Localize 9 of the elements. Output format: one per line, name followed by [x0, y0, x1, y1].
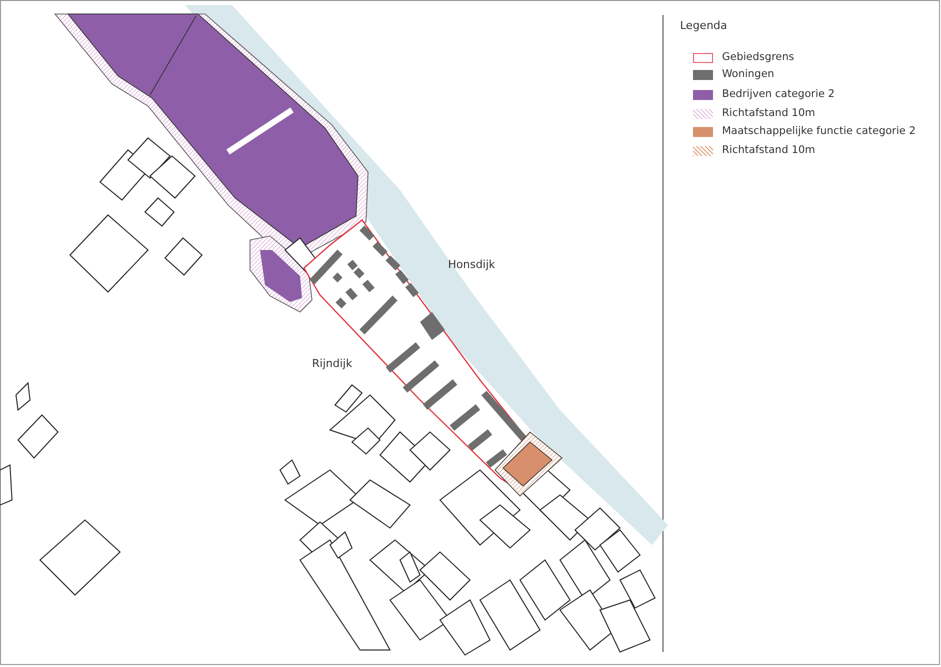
legend-label: Richtafstand 10m [722, 107, 816, 119]
street-name: Rijndijk [312, 357, 352, 370]
legend-title: Legenda [680, 19, 728, 32]
legend-label: Woningen [722, 68, 774, 80]
legend-label: Gebiedsgrens [722, 51, 794, 63]
legend-label: Richtafstand 10m [722, 144, 816, 156]
street-name: Honsdijk [448, 258, 496, 271]
legend-label: Bedrijven categorie 2 [722, 88, 835, 100]
legend-label: Maatschappelijke functie categorie 2 [722, 125, 916, 137]
